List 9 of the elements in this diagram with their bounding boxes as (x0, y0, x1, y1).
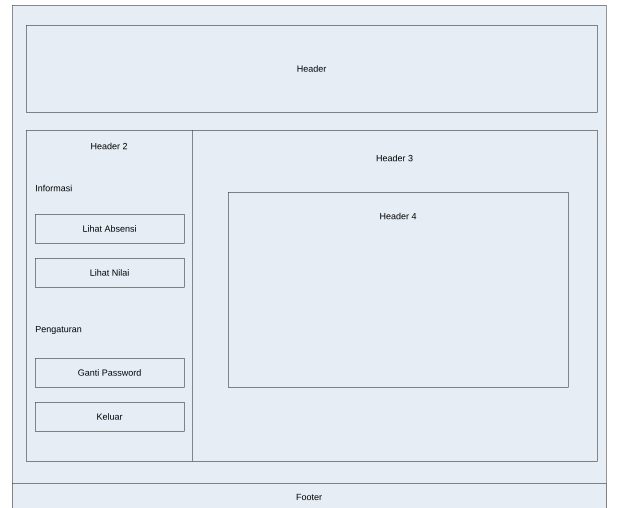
menu-button: Ganti Password (35, 358, 185, 388)
header-box: Header (26, 25, 598, 113)
menu-button: Lihat Absensi (35, 214, 185, 244)
section-label: Pengaturan (36, 326, 82, 334)
footer-bar: Footer (12, 483, 607, 508)
section-label: Informasi (36, 184, 72, 192)
menu-button: Lihat Nilai (35, 258, 185, 288)
menu-button: Keluar (35, 402, 185, 432)
content-box: Header 4 (228, 192, 569, 388)
